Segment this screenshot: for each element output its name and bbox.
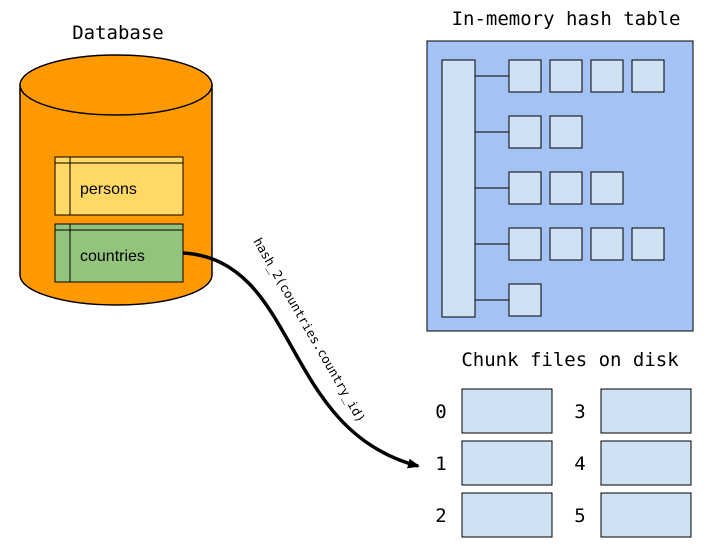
table-persons-label: persons xyxy=(80,181,137,198)
chunk-index-label: 0 xyxy=(435,401,446,423)
chunk-index-label: 2 xyxy=(435,505,446,527)
hash-entry-cell xyxy=(508,115,542,149)
chunk-index-label: 3 xyxy=(574,401,585,423)
hash-entry-cell xyxy=(508,283,542,317)
chunk-file-box xyxy=(461,388,553,434)
hash-entry-cell xyxy=(631,59,665,93)
chunk-file-box xyxy=(461,440,553,486)
hash-buckets xyxy=(475,59,665,317)
hash-table-title: In-memory hash table xyxy=(452,8,681,30)
hash-arrow-label: hash_2(countries.country_id) xyxy=(250,235,368,425)
hash-entry-cell xyxy=(549,59,583,93)
chunk-file-box xyxy=(600,388,692,434)
hash-entry-cell xyxy=(631,227,665,261)
hash-arrow xyxy=(182,251,420,469)
table-persons: persons xyxy=(54,156,184,216)
chunk-index-label: 4 xyxy=(574,453,585,475)
chunk-files: 0 1 2 3 4 5 xyxy=(435,388,692,538)
database-title: Database xyxy=(72,22,164,44)
hash-entry-cell xyxy=(590,171,624,205)
chunk-file-box xyxy=(461,492,553,538)
chunk-index-label: 1 xyxy=(435,453,446,475)
chunk-file-box xyxy=(600,492,692,538)
hash-entry-cell xyxy=(549,115,583,149)
hash-entry-cell xyxy=(590,59,624,93)
hash-entry-cell xyxy=(508,227,542,261)
chunk-file-box xyxy=(600,440,692,486)
cylinder-top xyxy=(19,54,213,116)
hash-entry-cell xyxy=(590,227,624,261)
hash-entry-cell xyxy=(549,171,583,205)
chunk-index-label: 5 xyxy=(574,505,585,527)
hash-bucket-array xyxy=(441,59,476,318)
hash-entry-cell xyxy=(549,227,583,261)
chunk-files-title: Chunk files on disk xyxy=(461,349,679,371)
table-countries: countries xyxy=(54,223,184,283)
hash-entry-cell xyxy=(508,59,542,93)
table-countries-label: countries xyxy=(80,248,145,265)
hash-entry-cell xyxy=(508,171,542,205)
